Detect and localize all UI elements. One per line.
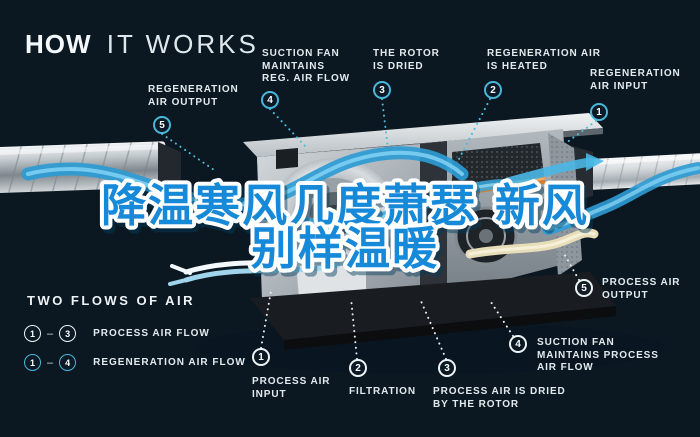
callout-badge-reg-4: 4 <box>261 91 279 109</box>
legend-label-process: PROCESS AIR FLOW <box>93 328 210 339</box>
machine-base <box>250 272 616 340</box>
callout-label-reg-air-heated: REGENERATION AIR IS HEATED <box>487 48 601 72</box>
legend-badge-process-from: 1 <box>24 325 41 342</box>
ribbon-arrowhead <box>586 153 604 171</box>
leader-lines-regeneration <box>161 98 597 173</box>
legend-dash: – <box>47 356 54 369</box>
callout-label-process-air-dried: PROCESS AIR IS DRIED BY THE ROTOR <box>433 386 566 410</box>
callout-label-filtration: FILTRATION <box>349 386 416 397</box>
callout-badge-proc-5: 5 <box>575 279 593 297</box>
legend-badge-reg-from: 1 <box>24 354 41 371</box>
callout-label-process-air-input: PROCESS AIR INPUT <box>252 376 331 400</box>
callout-label-suction-fan-reg: SUCTION FAN MAINTAINS REG. AIR FLOW <box>262 48 350 84</box>
legend-dash: – <box>47 327 54 340</box>
callout-badge-reg-5: 5 <box>153 116 171 134</box>
callout-badge-reg-2: 2 <box>484 81 502 99</box>
page-title-bold: HOW <box>25 29 92 59</box>
callout-badge-proc-1: 1 <box>252 348 270 366</box>
airflow-ribbons <box>21 146 700 286</box>
page-title-light: IT WORKS <box>106 29 259 59</box>
callout-badge-proc-4: 4 <box>509 335 527 353</box>
machine-body <box>243 113 616 350</box>
process-input-ribbon <box>183 254 341 275</box>
legend-badge-reg-to: 4 <box>59 354 77 371</box>
callout-label-reg-air-input: REGENERATION AIR INPUT <box>590 68 681 92</box>
duct-funnel <box>158 142 181 197</box>
callout-label-rotor-dried: THE ROTOR IS DRIED <box>373 48 440 72</box>
machine-base-front <box>284 306 616 350</box>
callout-label-suction-fan-process: SUCTION FAN MAINTAINS PROCESS AIR FLOW <box>537 337 659 373</box>
legend-badge-process-to: 3 <box>59 325 77 342</box>
legend-row-regeneration: 1 – 4 REGENERATION AIR FLOW <box>24 354 246 371</box>
heated-air-ribbon <box>503 157 595 187</box>
callout-label-process-air-output: PROCESS AIR OUTPUT <box>602 277 681 301</box>
callout-badge-reg-1: 1 <box>590 103 608 121</box>
legend-title: TWO FLOWS OF AIR <box>27 293 196 308</box>
leader-lines-process <box>260 251 580 360</box>
callout-label-reg-air-output: REGENERATION AIR OUTPUT <box>148 84 239 108</box>
page-title: HOW IT WORKS <box>25 29 259 60</box>
right-duct <box>587 153 700 190</box>
callout-badge-reg-3: 3 <box>373 81 391 99</box>
legend-label-regeneration: REGENERATION AIR FLOW <box>93 357 246 368</box>
callout-badge-proc-2: 2 <box>349 359 367 377</box>
callout-badge-proc-3: 3 <box>438 359 456 377</box>
legend-row-process: 1 – 3 PROCESS AIR FLOW <box>24 325 210 342</box>
